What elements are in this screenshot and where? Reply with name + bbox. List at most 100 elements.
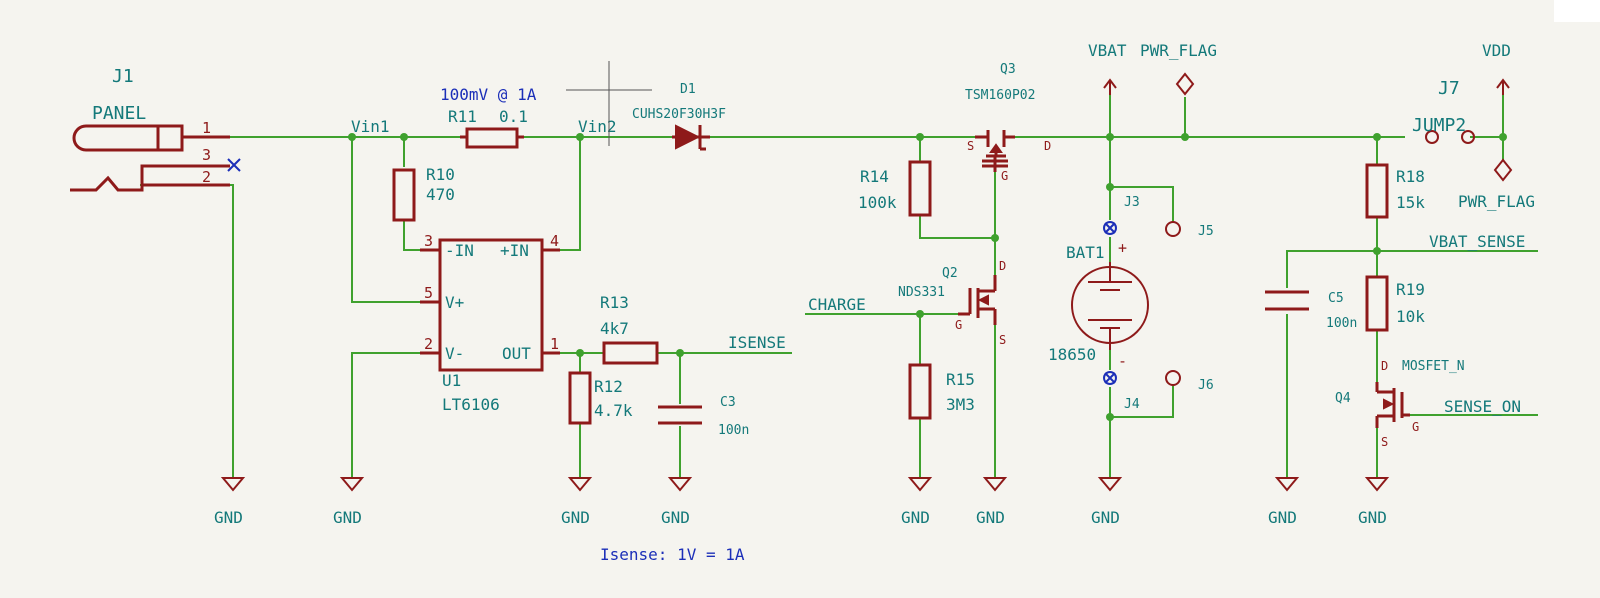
q4-value: MOSFET_N (1402, 359, 1465, 374)
resistor-r11[interactable] (465, 127, 519, 149)
q4-pin-s: S (1381, 435, 1388, 449)
diode-d1[interactable] (672, 124, 710, 151)
connector-j1[interactable] (70, 124, 230, 192)
r10-ref: R10 (426, 165, 455, 184)
q3-pin-g: G (1001, 169, 1008, 183)
j7-value: JUMP2 (1412, 115, 1466, 136)
gnd-label-6: GND (976, 508, 1005, 527)
q2-pin-s: S (999, 333, 1006, 347)
u1-pin-num-4: 4 (550, 232, 559, 250)
bat1-value: 18650 (1048, 345, 1096, 364)
j1-pin2: 2 (202, 168, 211, 186)
bat1-minus: - (1118, 352, 1127, 370)
resistor-r15[interactable] (908, 363, 932, 420)
resistor-r13[interactable] (602, 341, 659, 365)
test-point-j3-x[interactable] (1103, 221, 1117, 235)
vdd-power-symbol[interactable] (1496, 78, 1510, 95)
jumper-j7-pad-1[interactable] (1425, 130, 1439, 144)
c5-value: 100n (1326, 316, 1357, 331)
test-point-j4-x[interactable] (1103, 371, 1117, 385)
gnd-label-3: GND (561, 508, 590, 527)
capacitor-c3[interactable] (658, 405, 702, 425)
u1-ref: U1 (442, 371, 461, 390)
bat1-ref: BAT1 (1066, 243, 1105, 262)
u1-value: LT6106 (442, 395, 500, 414)
mosfet-q3[interactable] (975, 130, 1015, 172)
ic-u1[interactable] (438, 238, 544, 372)
window-corner (1554, 0, 1600, 22)
q4-pin-d: D (1381, 359, 1388, 373)
j1-ref: J1 (112, 66, 134, 87)
r13-value: 4k7 (600, 319, 629, 338)
c3-ref: C3 (720, 395, 736, 410)
c5-ref: C5 (1328, 291, 1344, 306)
junction-dots (348, 133, 1507, 421)
no-connect-flag (227, 158, 241, 172)
d1-value: CUHS20F30H3F (632, 107, 726, 122)
q3-pin-s: S (967, 139, 974, 153)
resistor-r14[interactable] (908, 160, 932, 217)
jumper-j7-pad-2[interactable] (1461, 130, 1475, 144)
u1-pin-in-plus: +IN (500, 241, 529, 260)
vdd-label: VDD (1482, 41, 1511, 60)
pwr-flag-top[interactable] (1175, 72, 1195, 96)
vbat-power-symbol[interactable] (1103, 78, 1117, 95)
r19-ref: R19 (1396, 280, 1425, 299)
d1-ref: D1 (680, 82, 696, 97)
gnd-label-8: GND (1268, 508, 1297, 527)
u1-pin-out: OUT (502, 344, 531, 363)
mosfet-q4[interactable] (1375, 382, 1410, 428)
r10-value: 470 (426, 185, 455, 204)
q2-pin-g: G (955, 318, 962, 332)
q3-value: TSM160P02 (965, 88, 1035, 103)
net-label-vbat-sense: VBAT_SENSE (1429, 232, 1525, 251)
pwr-flag-vdd-label: PWR_FLAG (1458, 192, 1535, 211)
u1-pin-num-5: 5 (424, 284, 433, 302)
pwr-flag-top-label: PWR_FLAG (1140, 41, 1217, 60)
gnd-label-1: GND (214, 508, 243, 527)
j3-label: J3 (1124, 195, 1140, 210)
u1-pin-num-2: 2 (424, 335, 433, 353)
bat1-plus: + (1118, 239, 1127, 257)
capacitor-c5[interactable] (1265, 290, 1309, 311)
u1-pin-num-3: 3 (424, 232, 433, 250)
gnd-label-4: GND (661, 508, 690, 527)
j1-pin3: 3 (202, 146, 211, 164)
resistor-r18[interactable] (1365, 163, 1389, 219)
j1-value: PANEL (92, 103, 146, 124)
resistor-r10[interactable] (392, 168, 416, 222)
gnd-label-7: GND (1091, 508, 1120, 527)
r14-ref: R14 (860, 167, 889, 186)
net-label-isense: ISENSE (728, 333, 786, 352)
resistor-r12[interactable] (568, 371, 592, 425)
r11-value: 0.1 (499, 107, 528, 126)
mosfet-q2[interactable] (958, 275, 997, 325)
pwr-flag-vdd[interactable] (1493, 158, 1513, 182)
j1-pin1: 1 (202, 119, 211, 137)
r12-ref: R12 (594, 377, 623, 396)
gnd-symbols (220, 477, 1390, 492)
j7-ref: J7 (1438, 78, 1460, 99)
test-point-j5[interactable] (1165, 221, 1181, 237)
j5-label: J5 (1198, 224, 1214, 239)
j4-label: J4 (1124, 397, 1140, 412)
u1-pin-vplus: V+ (445, 293, 464, 312)
net-label-sense-on: SENSE_ON (1444, 397, 1521, 416)
battery-bat1[interactable] (1071, 262, 1149, 350)
r13-ref: R13 (600, 293, 629, 312)
gnd-label-2: GND (333, 508, 362, 527)
q3-ref: Q3 (1000, 62, 1016, 77)
isense-scale-note: Isense: 1V = 1A (600, 545, 745, 564)
test-point-j6[interactable] (1165, 370, 1181, 386)
q2-ref: Q2 (942, 266, 958, 281)
q4-ref: Q4 (1335, 391, 1351, 406)
q2-pin-d: D (999, 259, 1006, 273)
crosshair-cursor (566, 61, 652, 146)
u1-pin-num-1: 1 (550, 335, 559, 353)
resistor-r19[interactable] (1365, 275, 1389, 332)
q4-pin-g: G (1412, 420, 1419, 434)
vbat-label: VBAT (1088, 41, 1127, 60)
u1-pin-vminus: V- (445, 344, 464, 363)
q2-value: NDS331 (898, 285, 945, 300)
